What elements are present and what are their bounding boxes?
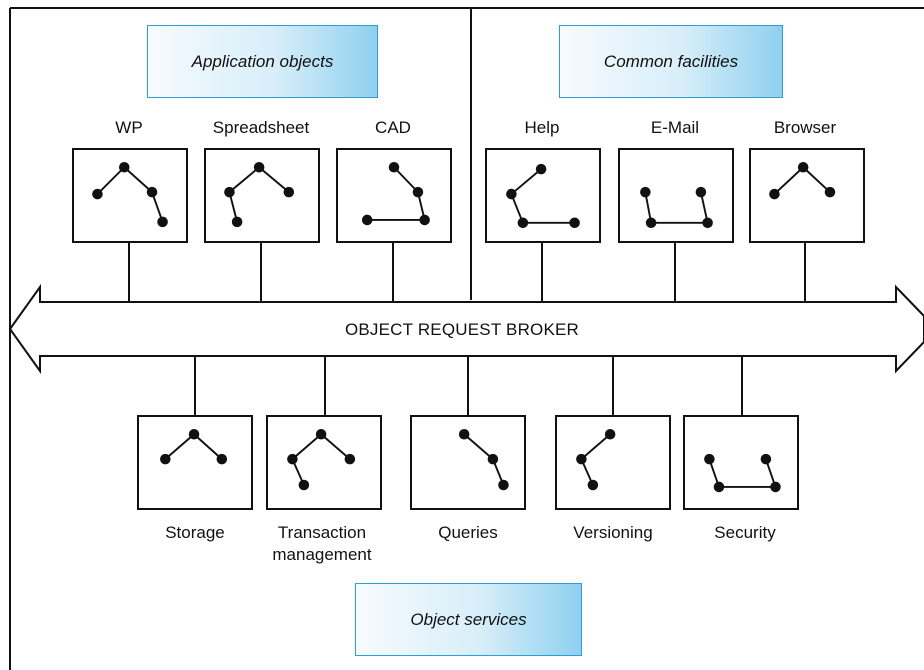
security-object <box>683 415 799 510</box>
tree-graph-icon <box>640 186 713 229</box>
tree-graph-icon <box>287 428 356 491</box>
spreadsheet-label: Spreadsheet <box>212 118 310 137</box>
tree-graph-icon <box>769 161 836 200</box>
object-services-title: Object services <box>410 609 527 629</box>
management-label: management <box>272 545 372 564</box>
transaction-label: Transaction <box>277 523 367 542</box>
tree-graph-icon <box>160 428 228 465</box>
queries-label: Queries <box>438 523 498 542</box>
application-objects-header: Application objects <box>147 25 378 98</box>
wp-object <box>72 148 188 243</box>
queries-object <box>410 415 526 510</box>
tree-graph-icon <box>92 161 168 228</box>
object-request-broker-arrow <box>8 283 924 375</box>
storage-object <box>137 415 253 510</box>
browser-label: Browser <box>773 118 837 137</box>
browser-object <box>749 148 865 243</box>
versioning-object <box>555 415 671 510</box>
tree-graph-icon <box>704 453 781 493</box>
email-label: E-Mail <box>650 118 700 137</box>
object-request-broker-label: OBJECT REQUEST BROKER <box>344 320 580 339</box>
cad-object <box>336 148 452 243</box>
tree-graph-icon <box>576 428 616 491</box>
transaction-management-object <box>266 415 382 510</box>
email-object <box>618 148 734 243</box>
security-label: Security <box>714 523 776 542</box>
versioning-label: Versioning <box>573 523 653 542</box>
bottom-connectors <box>194 356 743 415</box>
tree-graph-icon <box>506 163 580 229</box>
help-label: Help <box>524 118 560 137</box>
object-services-header: Object services <box>355 583 582 656</box>
tree-graph-icon <box>458 428 509 491</box>
application-objects-title: Application objects <box>191 51 334 71</box>
common-facilities-title: Common facilities <box>603 51 739 71</box>
cad-label: CAD <box>375 118 411 137</box>
top-connectors <box>128 243 806 302</box>
tree-graph-icon <box>224 161 295 228</box>
help-object <box>485 148 601 243</box>
common-facilities-header: Common facilities <box>559 25 783 98</box>
spreadsheet-object <box>204 148 320 243</box>
storage-label: Storage <box>165 523 225 542</box>
tree-graph-icon <box>361 161 430 226</box>
wp-label: WP <box>115 118 143 137</box>
